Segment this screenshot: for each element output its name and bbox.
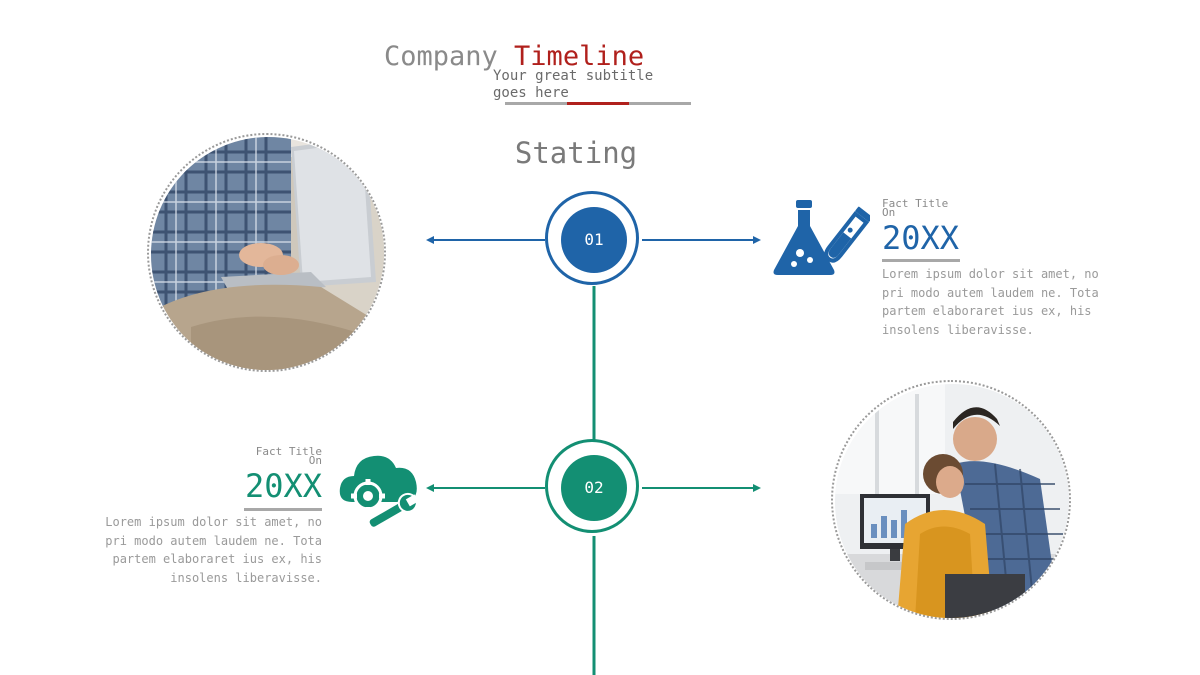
title-part-company: Company [384,41,515,72]
photo-office-team [831,380,1071,620]
milestone-2-year: 20XX [244,467,322,505]
milestone-1-description: Lorem ipsum dolor sit amet, no pri modo … [882,267,1099,337]
milestone-1-fact-on: On [882,206,896,219]
milestone-1-year: 20XX [882,219,960,257]
milestone-1-rule [882,259,960,262]
milestone-2-number: 02 [561,455,627,521]
milestone-2-description: Lorem ipsum dolor sit amet, no pri modo … [105,515,322,585]
section-label: Stating [514,136,638,170]
lab-flask-icon [773,200,870,275]
page-subtitle: Your great subtitle goes here [493,68,654,101]
photo-laptop-user [147,133,386,372]
milestone-1-fact-title: Fact Title [882,197,949,210]
title-part-timeline: Timeline [514,41,645,72]
milestone-2-fact-on: On [308,454,322,467]
milestone-2-fact-title: Fact Title [255,445,322,458]
title-underline-accent [567,102,629,105]
milestone-1-number: 01 [561,207,627,273]
milestone-2-rule [244,508,322,511]
page-title: Company Timeline [384,40,644,74]
cloud-gear-wrench-icon [339,455,419,528]
